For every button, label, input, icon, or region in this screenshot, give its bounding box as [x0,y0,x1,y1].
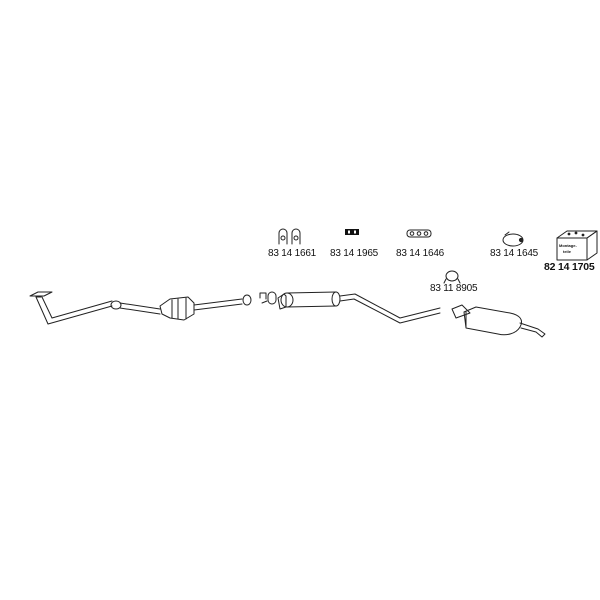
hanger-ring-icon[interactable] [502,231,524,247]
part-number-mounting-kit: 82 14 1705 [544,261,595,273]
rear-silencer[interactable] [451,304,546,338]
part-number-rubber-small: 83 14 1965 [330,248,379,259]
kit-box-text-line-1: Montage- [559,243,577,248]
clamp-pair-icon[interactable] [278,228,301,245]
kit-box-text-line-2: teile [563,249,572,254]
catalytic-converter[interactable] [159,296,195,321]
center-pipe[interactable] [193,294,252,311]
intermediate-clamp[interactable] [259,291,277,305]
rear-connecting-pipe[interactable] [339,293,441,324]
rubber-mount-small-icon[interactable] [345,229,359,235]
part-number-rubber-strip: 83 14 1646 [396,248,445,259]
part-number-hanger-ring: 83 14 1645 [490,248,539,259]
middle-silencer[interactable] [277,291,341,310]
front-pipe[interactable] [35,296,161,325]
part-number-clamp-single: 83 11 8905 [430,283,478,294]
part-number-clamp-pair: 83 14 1661 [268,248,317,259]
mounting-kit-box-icon[interactable]: Montage- teile [556,230,598,261]
rubber-strip-icon[interactable] [406,229,432,238]
clamp-single-icon[interactable] [443,270,461,284]
front-flange[interactable] [29,291,53,298]
